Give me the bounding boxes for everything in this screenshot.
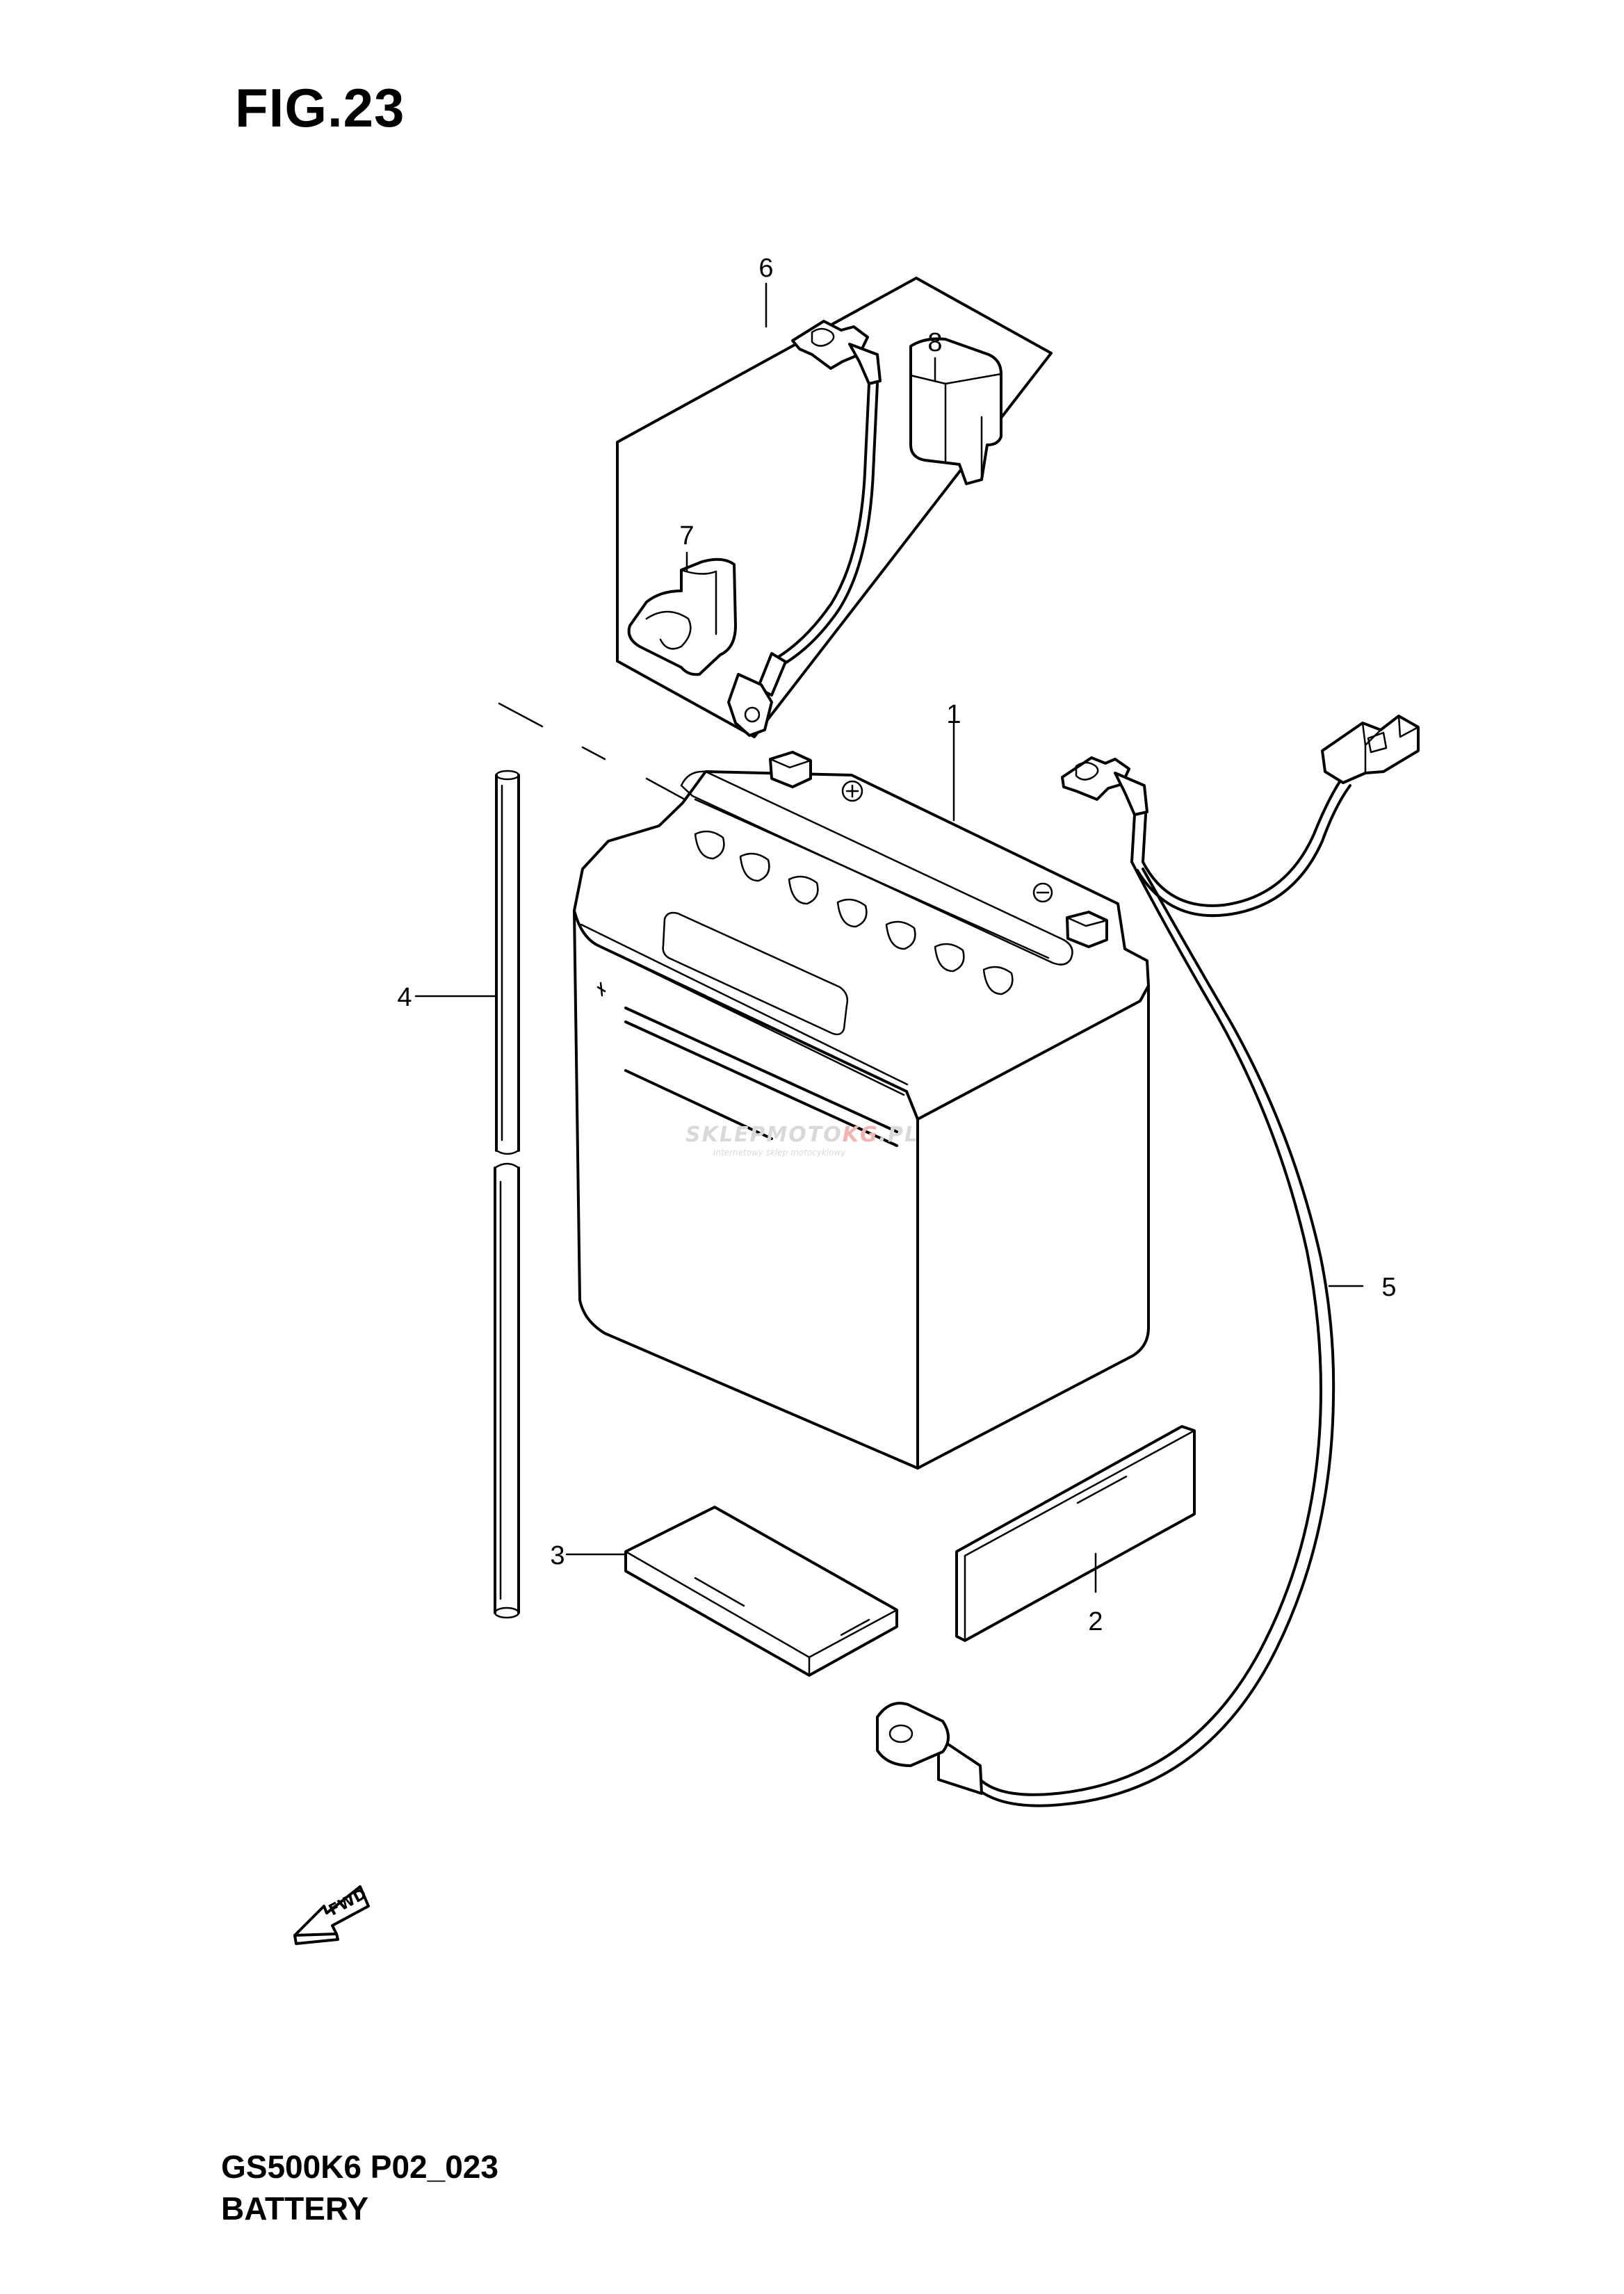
- model-code: GS500K6 P02_023: [221, 2149, 498, 2185]
- callout-3: 3: [550, 1541, 565, 1570]
- callout-2: 2: [1088, 1607, 1103, 1636]
- callout-8: 8: [927, 328, 942, 357]
- watermark-subtitle: internetowy sklep motocyklowy: [713, 1148, 846, 1157]
- callout-labels: 1 2 3 4 5 6 7 8: [397, 254, 1396, 1636]
- terminal-cover-8: [909, 337, 1002, 485]
- lead-wire-kit-group: [616, 277, 1053, 738]
- callout-7: 7: [679, 521, 694, 551]
- kit-lead-wire: [727, 320, 882, 737]
- callout-1: 1: [946, 700, 961, 729]
- wire-connector: [1321, 715, 1420, 784]
- figure-title: FIG.23: [235, 77, 405, 138]
- dashed-locator-line: [498, 702, 544, 728]
- callout-5: 5: [1381, 1273, 1396, 1302]
- section-name: BATTERY: [221, 2190, 369, 2227]
- watermark-accent: KG: [843, 1123, 879, 1147]
- battery-body: [573, 751, 1150, 1470]
- spacer-sheet: [624, 1506, 898, 1677]
- callout-4: 4: [397, 983, 412, 1012]
- positive-terminal: [769, 751, 863, 802]
- svg-text:SKLEPMOTOKG.PL: SKLEPMOTOKG.PL: [685, 1123, 919, 1147]
- watermark-main: SKLEPMOTO: [685, 1123, 843, 1147]
- terminal-cover-7: [627, 558, 737, 676]
- battery-vent-caps: [694, 830, 1014, 995]
- negative-terminal: [1032, 882, 1108, 948]
- ground-lead-wire: [876, 715, 1420, 1807]
- callout-leaders: [414, 282, 1364, 1593]
- kit-outline-box: [616, 277, 1053, 738]
- watermark-suffix: .PL: [879, 1123, 920, 1147]
- breather-hose: [494, 770, 520, 1619]
- fwd-arrow-icon: FWD: [293, 1885, 370, 1945]
- callout-6: 6: [758, 254, 773, 283]
- pad-strip: [955, 1425, 1196, 1642]
- watermark-logo: SKLEPMOTOKG.PL internetowy sklep motocyk…: [685, 1123, 919, 1157]
